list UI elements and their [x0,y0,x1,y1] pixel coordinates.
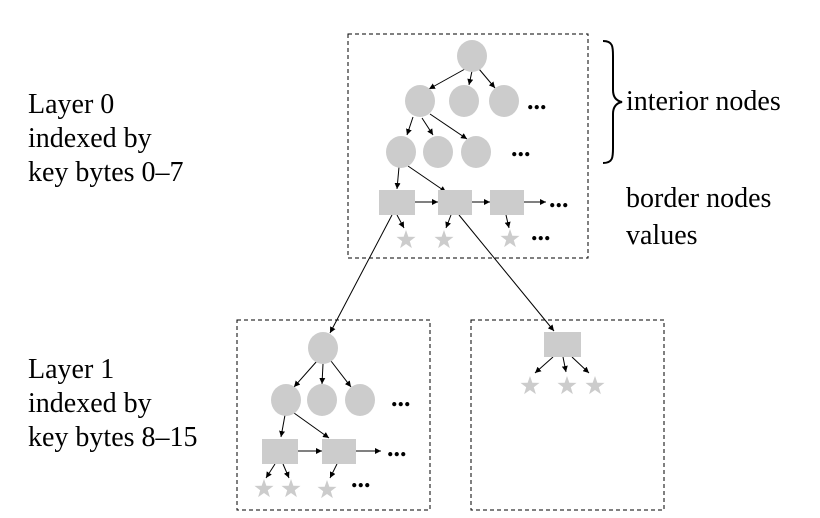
interior-node [308,332,338,364]
interior-node [449,85,479,117]
interior-node [457,40,487,72]
layer-0-label: Layer 0 indexed by key bytes 0–7 [28,88,184,190]
layer-1-left-edges [265,360,381,479]
interior-node [307,384,337,416]
layer-0-interior-nodes [386,40,519,168]
link-to-layer-1-left [329,214,393,334]
interior-node [405,85,435,117]
border-node [379,190,415,215]
layer-0-edges [394,68,546,229]
border-node [544,332,581,357]
border-node [322,439,356,464]
layer-1-key-range: key bytes 8–15 [28,422,198,453]
layer-1-left-border-nodes [262,439,356,464]
layer-0-subtitle: indexed by [28,123,152,154]
ellipsis-icon: ... [511,133,531,162]
border-node [490,190,524,215]
interior-node [386,136,416,168]
interior-node [345,384,375,416]
interior-node [489,85,519,117]
value-star-icon [434,230,454,249]
layer-0-title: Layer 0 [28,89,115,120]
interior-node [271,384,301,416]
value-star-icon [500,229,520,248]
layer-1-title: Layer 1 [28,354,115,385]
interior-node [461,136,491,168]
value-star-icon [520,376,540,395]
link-to-layer-1-right [458,214,555,332]
ellipsis-icon: ... [387,433,407,462]
layer-1-left-values [254,479,337,499]
layer-0-values [396,229,520,249]
layer-0-border-nodes [379,190,524,215]
layer-1-subtitle: indexed by [28,388,152,419]
layer-1-left-interior-nodes [271,332,375,416]
layer-1-right-box [470,319,665,511]
layer-1-label: Layer 1 indexed by key bytes 8–15 [28,353,198,455]
value-star-icon [585,376,605,395]
interior-node [423,136,453,168]
curly-brace-icon [602,40,623,164]
layer-1-left-box [236,319,431,511]
legend-border-nodes: border nodes [626,183,772,214]
value-star-icon [254,479,274,498]
value-star-icon [557,376,577,395]
ellipsis-icon: ... [391,383,411,412]
value-star-icon [281,479,301,498]
layer-links [329,214,555,334]
border-node [262,439,298,464]
layer-0-key-range: key bytes 0–7 [28,157,184,188]
value-star-icon [396,230,416,249]
layer-1-right-edges [534,356,590,374]
ellipsis-icon: ... [531,217,551,246]
layer-1-right-values [520,376,605,395]
ellipsis-icon: ... [549,184,569,213]
value-star-icon [317,480,337,499]
border-node [438,190,472,215]
ellipsis-icon: ... [527,86,547,115]
layer-0-box [347,33,589,259]
legend-interior-nodes: interior nodes [626,86,781,117]
ellipsis-icon: ... [351,464,371,493]
legend-values: values [626,220,698,251]
